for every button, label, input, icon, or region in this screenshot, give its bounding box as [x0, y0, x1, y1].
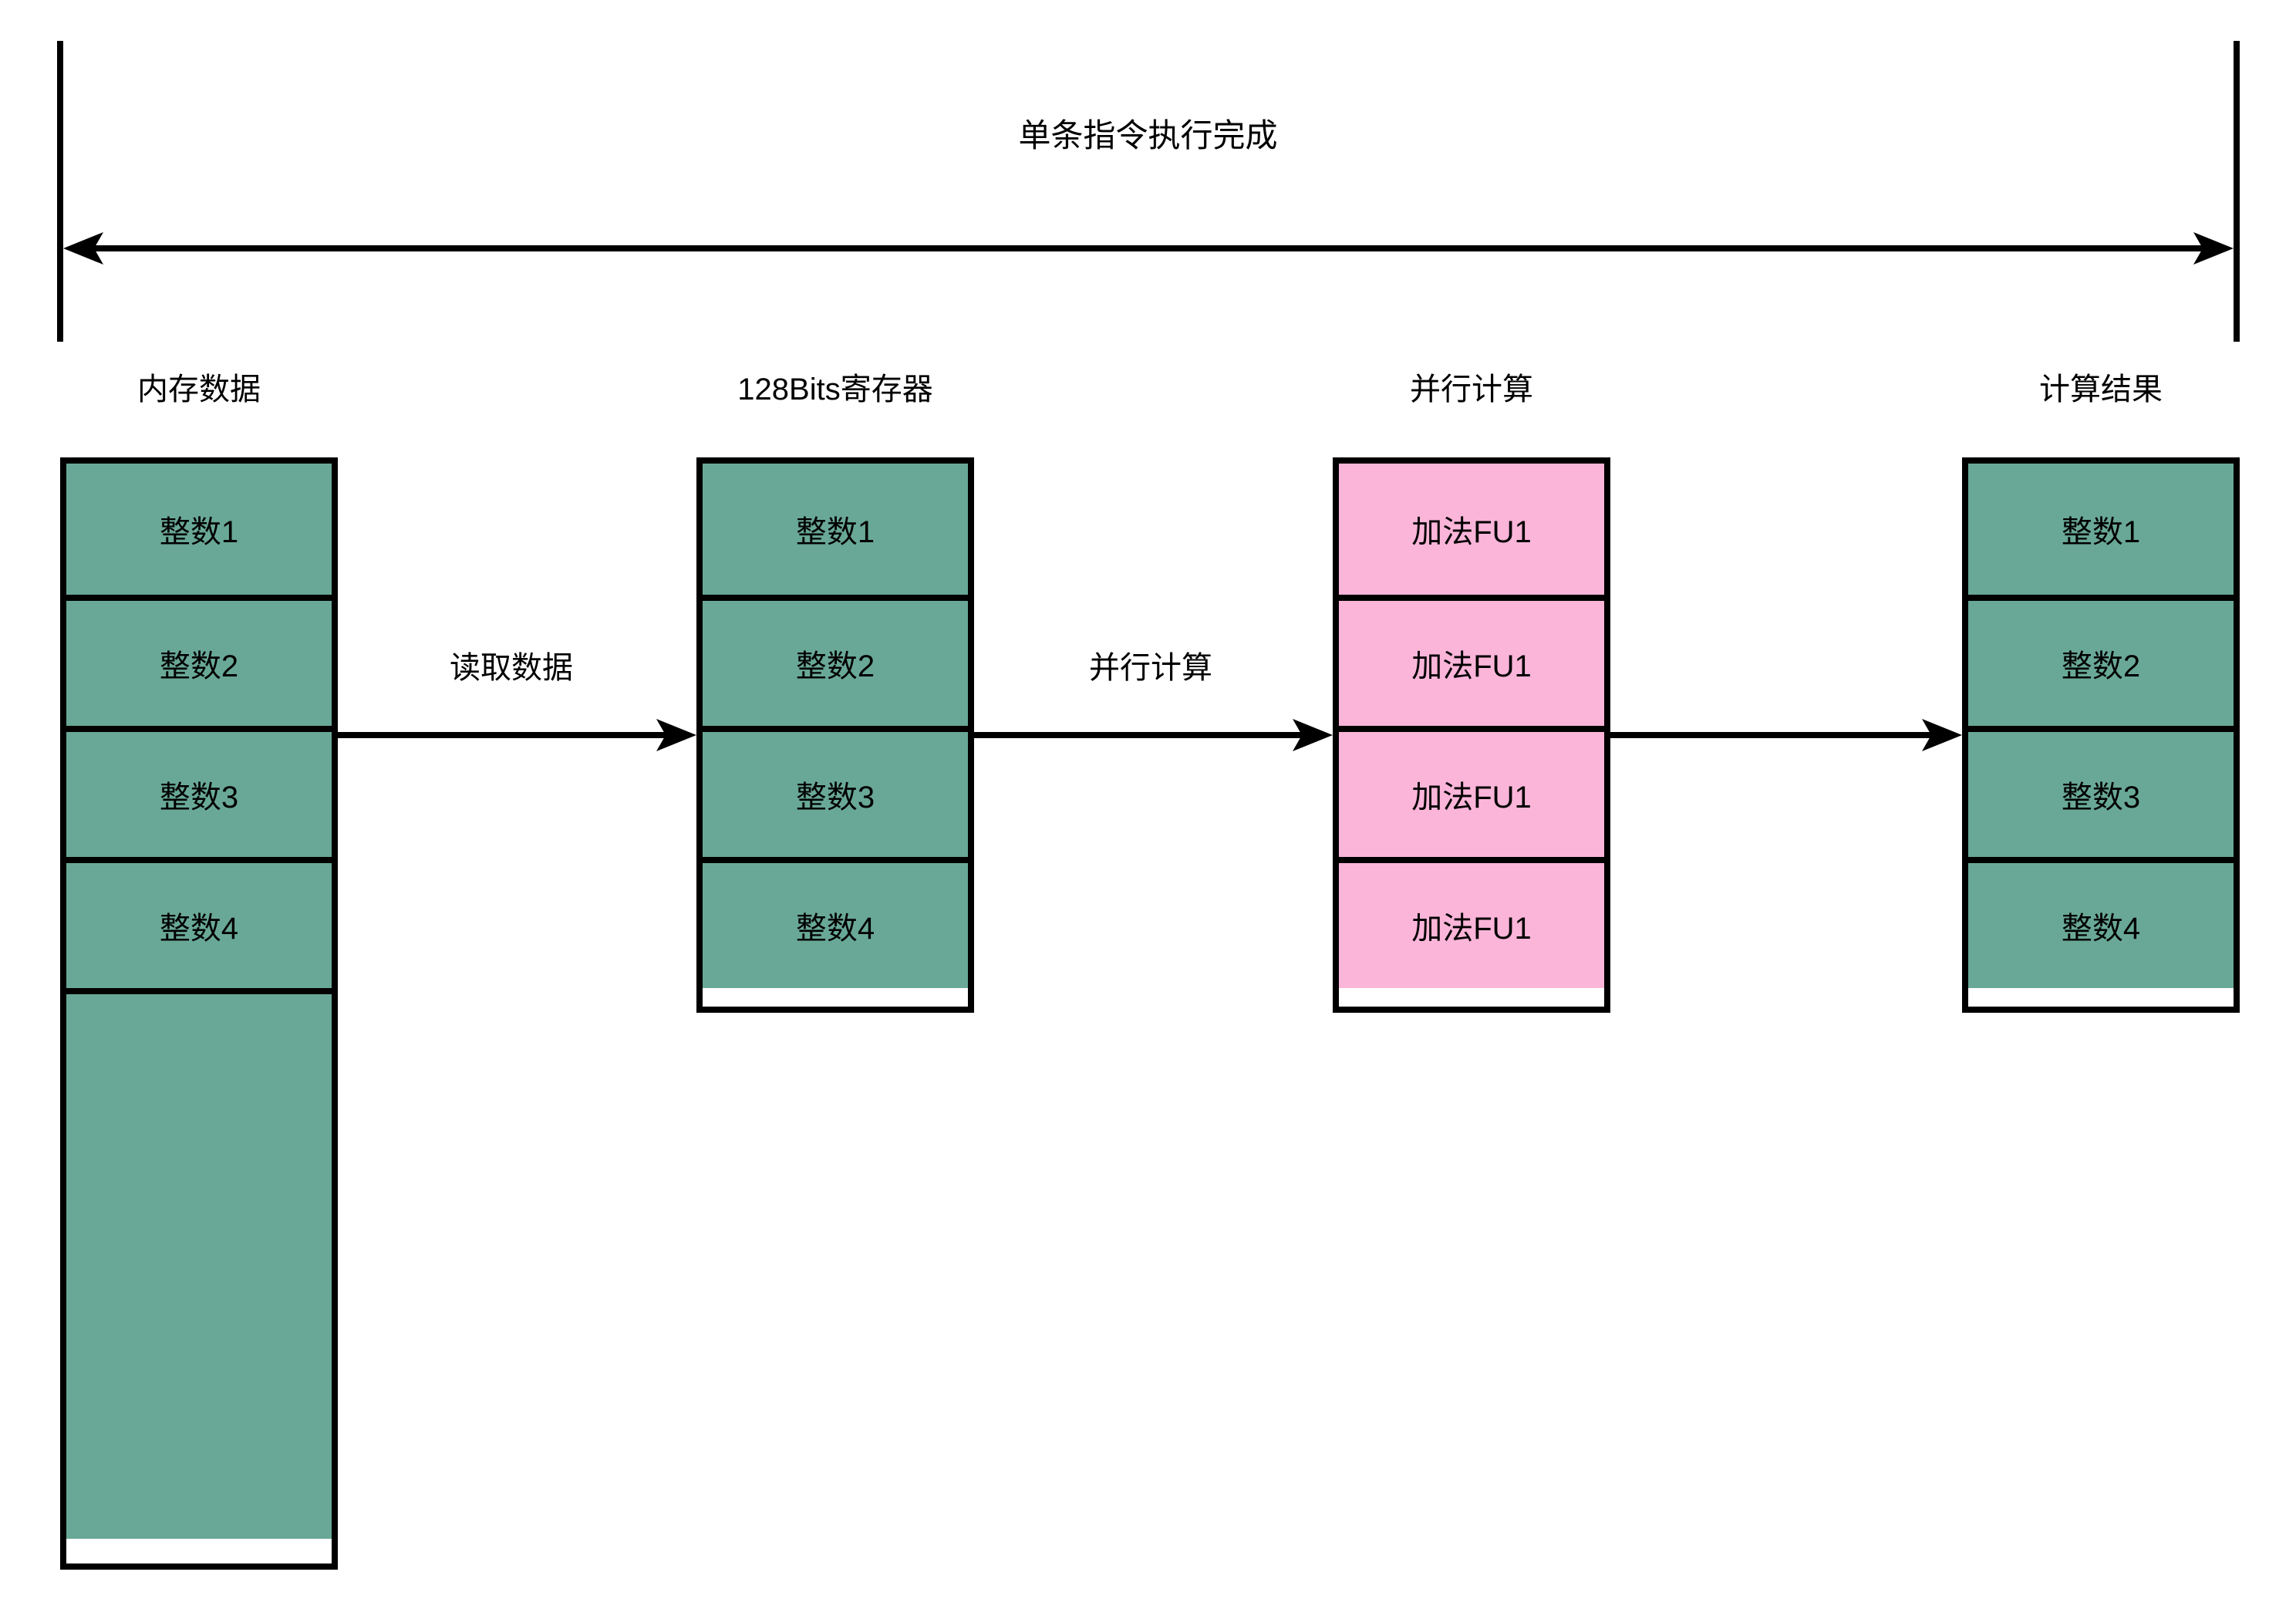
result-arrow-icon	[1610, 719, 1962, 751]
memory-cell-1: 整数1	[66, 464, 332, 595]
memory-cell-4: 整数4	[66, 857, 332, 988]
fu-cell-1: 加法FU1	[1339, 464, 1604, 595]
memory-data-box: 整数1 整数2 整数3 整数4	[60, 457, 338, 1570]
result-cell-4: 整数4	[1968, 857, 2234, 988]
fu-cell-2: 加法FU1	[1339, 595, 1604, 726]
parallel-compute-box: 加法FU1 加法FU1 加法FU1 加法FU1	[1333, 457, 1610, 1013]
compute-column-header: 并行计算	[1410, 373, 1533, 406]
double-headed-arrow-icon	[63, 232, 2234, 265]
register-cell-3: 整数3	[703, 726, 968, 857]
result-column-header: 计算结果	[2039, 373, 2163, 406]
memory-column-header: 内存数据	[137, 373, 261, 406]
memory-cell-2: 整数2	[66, 595, 332, 726]
register-column-header: 128Bits寄存器	[737, 373, 933, 406]
result-cell-2: 整数2	[1968, 595, 2234, 726]
parallel-compute-label: 并行计算	[1089, 651, 1212, 685]
memory-cell-3: 整数3	[66, 726, 332, 857]
read-data-label: 读取数据	[450, 651, 573, 685]
result-cell-1: 整数1	[1968, 464, 2234, 595]
dimension-tick-left	[57, 41, 63, 342]
dimension-tick-right	[2234, 41, 2240, 342]
register-cell-2: 整数2	[703, 595, 968, 726]
read-data-arrow-icon	[338, 719, 696, 751]
fu-cell-4: 加法FU1	[1339, 857, 1604, 988]
register-box: 整数1 整数2 整数3 整数4	[696, 457, 974, 1013]
register-cell-1: 整数1	[703, 464, 968, 595]
memory-empty-cell	[66, 988, 332, 1539]
dimension-label: 单条指令执行完成	[1018, 117, 1278, 153]
parallel-compute-arrow-icon	[974, 719, 1333, 751]
result-cell-3: 整数3	[1968, 726, 2234, 857]
result-box: 整数1 整数2 整数3 整数4	[1962, 457, 2240, 1013]
register-cell-4: 整数4	[703, 857, 968, 988]
fu-cell-3: 加法FU1	[1339, 726, 1604, 857]
